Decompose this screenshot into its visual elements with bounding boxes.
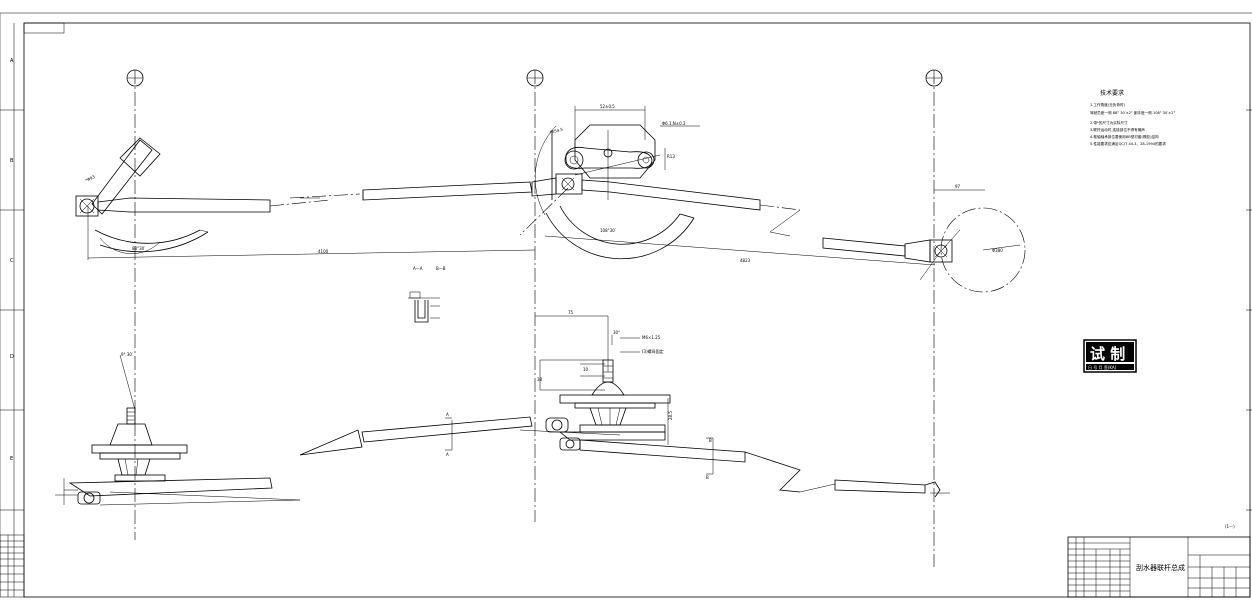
stamp-main-text: 试 制 xyxy=(1090,345,1125,363)
right-elevation-view xyxy=(799,479,950,498)
dim-930: 9° 30′ xyxy=(121,352,133,357)
dim-97: 97 xyxy=(955,184,961,189)
sheet-mark: (1—) xyxy=(1225,524,1235,529)
section-b-bottom: B xyxy=(706,475,709,480)
section-a-bottom: A xyxy=(446,452,449,457)
title-block: 刮水器联杆总成 xyxy=(1067,536,1251,598)
tech-req-6: 5.性能要求应满足QC/T 44.3、28-1994的要求 xyxy=(1090,141,1166,146)
zone-e: E xyxy=(10,456,13,462)
section-a-top: A xyxy=(446,412,449,417)
view-label-aa: A—A xyxy=(413,266,423,271)
dim-75: 75 xyxy=(568,310,574,315)
center-lines xyxy=(126,69,943,567)
zone-c: C xyxy=(10,258,14,264)
zone-a: A xyxy=(10,58,14,64)
tech-req-title: 技术要求 xyxy=(1100,89,1124,97)
zone-b: B xyxy=(10,158,14,164)
linkage-rod-upper xyxy=(289,181,533,201)
tech-req-1: 1.工作角度(无负荷时) xyxy=(1090,102,1126,107)
dim-r13: R13 xyxy=(667,154,675,159)
tech-req-2: 驾驶员座一侧 88° 30′±2° 副手座一侧 108° 30′±2° xyxy=(1090,110,1175,115)
dim-10: 10 xyxy=(583,367,589,372)
right-pivot-assembly: Φ380 97 xyxy=(769,184,1026,293)
dim-4823: 4823 xyxy=(740,258,751,263)
tech-req-3: 2.带*的尺寸为实际尺寸 xyxy=(1090,120,1128,125)
zone-d: D xyxy=(10,354,14,360)
tech-req-5: 4.枢轴轴承部位要使用BB型衬套(橡胶)结构 xyxy=(1090,134,1159,139)
left-elevation-view: 9° 30′ xyxy=(55,352,301,506)
dim-phi380: Φ380 xyxy=(992,248,1003,253)
dim-4100: 4100 xyxy=(318,249,329,254)
dim-285: 28.5 xyxy=(668,411,673,420)
center-pivot-assembly: 52±0.5 Φ6.1,N±0.2 R13 *R54.5 108°30′ 482… xyxy=(519,104,936,266)
dim-38: 38 xyxy=(537,377,543,382)
left-pivot-assembly: 88°30′ *Φ93 4100 xyxy=(75,137,536,260)
dim-nut: (3)螺母固定 xyxy=(642,348,664,354)
view-label-bb: B—B xyxy=(436,266,446,271)
dim-r545: *R54.5 xyxy=(549,126,564,134)
dim-angle-center: 108°30′ xyxy=(600,228,616,233)
technical-requirements: 技术要求 1.工作角度(无负荷时) 驾驶员座一侧 88° 30′±2° 副手座一… xyxy=(1090,89,1175,146)
zone-labels: A B C D E xyxy=(10,58,14,462)
section-b-top: B xyxy=(709,438,712,443)
section-view-labels: A—A B—B xyxy=(413,266,446,271)
dim-52: 52±0.5 xyxy=(600,104,615,109)
dim-phi61: Φ6.1,N±0.2 xyxy=(662,121,686,126)
trial-production-stamp: 试 制 日 号 月 签(KA) xyxy=(1083,339,1137,373)
lower-linkage-rod: A A xyxy=(299,412,621,457)
dim-m6: M6×1.25 xyxy=(642,335,661,340)
center-elevation-view: 75 38 10 M6×1.25 (3)螺母固定 30° 28.5 xyxy=(535,310,801,493)
dim-angle-left: 88°30′ xyxy=(132,246,145,251)
section-detail xyxy=(408,291,440,323)
revision-table-left xyxy=(0,534,25,598)
dim-phi93: *Φ93 xyxy=(84,174,96,183)
tech-req-4: 3.联杆运动时,连接部位不得有噪声 xyxy=(1090,127,1145,132)
stamp-sub-text: 日 号 月 签(KA) xyxy=(1088,364,1117,370)
title-block-name: 刮水器联杆总成 xyxy=(1136,563,1185,572)
drawing-frame xyxy=(0,12,1252,598)
dim-30: 30° xyxy=(613,330,620,335)
